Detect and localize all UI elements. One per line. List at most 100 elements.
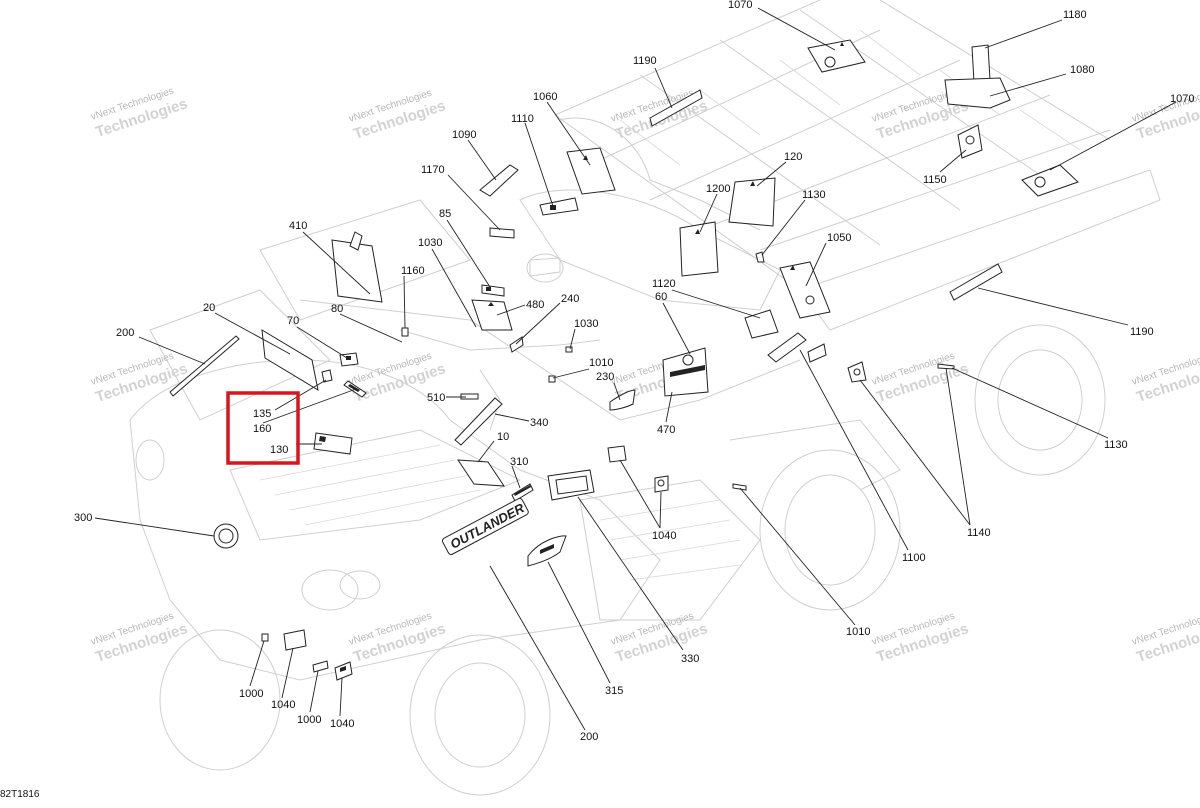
callout-230[interactable]: 230 (596, 371, 614, 383)
decal-310 (511, 483, 534, 502)
callout-1070[interactable]: 1070 (1170, 93, 1194, 105)
callout-1010[interactable]: 1010 (846, 626, 870, 638)
decal-1070-right (1021, 164, 1079, 197)
callout-1040[interactable]: 1040 (330, 718, 354, 730)
decal-1040-left (283, 629, 307, 651)
callout-1160[interactable]: 1160 (401, 265, 425, 277)
decal-60 (744, 309, 779, 339)
callout-70[interactable]: 70 (287, 315, 299, 327)
decal-200-left (169, 335, 240, 397)
callout-120[interactable]: 120 (784, 151, 802, 163)
callout-1150[interactable]: 1150 (923, 174, 947, 186)
decal-1060 (566, 147, 616, 195)
callout-300[interactable]: 300 (74, 512, 92, 524)
callout-1030[interactable]: 1030 (574, 318, 598, 330)
callout-60[interactable]: 60 (655, 291, 667, 303)
svg-text:OUTLANDER: OUTLANDER (448, 500, 528, 552)
callout-1040[interactable]: 1040 (652, 530, 676, 542)
callout-1190[interactable]: 1190 (633, 55, 657, 67)
callout-480[interactable]: 480 (526, 299, 544, 311)
decal-1090 (479, 164, 519, 197)
callout-310[interactable]: 310 (510, 456, 528, 468)
decal-1000-center (312, 660, 329, 673)
decal-1110 (539, 197, 579, 216)
decal-20 (261, 329, 319, 392)
callout-340[interactable]: 340 (530, 417, 548, 429)
decal-480 (471, 299, 513, 331)
callout-1130[interactable]: 1130 (1104, 439, 1128, 451)
callout-1130[interactable]: 1130 (802, 189, 826, 201)
callout-1090[interactable]: 1090 (452, 129, 476, 141)
callout-510[interactable]: 510 (427, 392, 445, 404)
decal-300 (213, 523, 239, 549)
decal-1170 (489, 227, 515, 239)
callout-200[interactable]: 200 (580, 731, 598, 743)
callout-80[interactable]: 80 (331, 303, 343, 315)
decal-1190-right (949, 263, 1003, 301)
callout-200[interactable]: 200 (116, 327, 134, 339)
callout-410[interactable]: 410 (289, 220, 307, 232)
decal-1040-right (654, 475, 669, 493)
decal-85 (481, 284, 505, 297)
decal-1100 (767, 332, 807, 363)
callout-240[interactable]: 240 (561, 293, 579, 305)
callout-1080[interactable]: 1080 (1070, 64, 1094, 76)
callout-1050[interactable]: 1050 (827, 232, 851, 244)
callout-1000[interactable]: 1000 (297, 714, 321, 726)
callout-1170[interactable]: 1170 (421, 164, 445, 176)
callout-1040[interactable]: 1040 (271, 699, 295, 711)
decal-120 (728, 177, 776, 227)
callout-135[interactable]: 135 (253, 408, 271, 420)
callout-470[interactable]: 470 (657, 424, 675, 436)
decal-1030-hbar (565, 346, 573, 353)
decal-1010-right (732, 483, 747, 491)
callout-130[interactable]: 130 (270, 444, 288, 456)
decal-1040-center (334, 661, 353, 681)
decal-1040-mid (607, 445, 627, 463)
decal-1180 (971, 44, 991, 83)
callout-1000[interactable]: 1000 (239, 688, 263, 700)
decal-315 (547, 469, 595, 501)
vehicle-outline (129, 0, 1161, 796)
callout-1190[interactable]: 1190 (1130, 326, 1154, 338)
callout-1070[interactable]: 1070 (728, 0, 752, 11)
decal-1150 (957, 124, 983, 159)
callout-160[interactable]: 160 (253, 423, 271, 435)
callout-10[interactable]: 10 (497, 431, 509, 443)
decal-1000-left (261, 633, 269, 642)
decal-135 (321, 369, 333, 383)
decal-1160 (401, 327, 409, 337)
callout-1110[interactable]: 1110 (511, 113, 534, 125)
callout-1140[interactable]: 1140 (967, 527, 991, 539)
decal-1200 (679, 221, 719, 277)
decal-340 (454, 397, 503, 446)
callout-1100[interactable]: 1100 (902, 552, 926, 564)
callout-1010[interactable]: 1010 (589, 357, 613, 369)
callout-1030[interactable]: 1030 (418, 237, 442, 249)
callout-1120[interactable]: 1120 (652, 278, 676, 290)
decal-1010-top (548, 375, 556, 383)
callout-1180[interactable]: 1180 (1063, 9, 1087, 21)
callout-20[interactable]: 20 (203, 302, 215, 314)
callout-1200[interactable]: 1200 (706, 183, 730, 195)
callout-315[interactable]: 315 (605, 685, 623, 697)
decal-1120 (662, 347, 709, 397)
decal-1050 (779, 261, 831, 319)
callout-85[interactable]: 85 (439, 208, 451, 220)
callout-330[interactable]: 330 (681, 653, 699, 665)
decal-410 (331, 231, 383, 303)
callout-labels: 1070 1180 1190 1080 1070 1060 1090 1110 … (74, 0, 1194, 743)
decal-330 (527, 535, 567, 567)
decal-1070-top (807, 39, 866, 73)
highlight-box (226, 391, 300, 465)
callout-1060[interactable]: 1060 (533, 91, 557, 103)
decal-230 (609, 389, 636, 411)
